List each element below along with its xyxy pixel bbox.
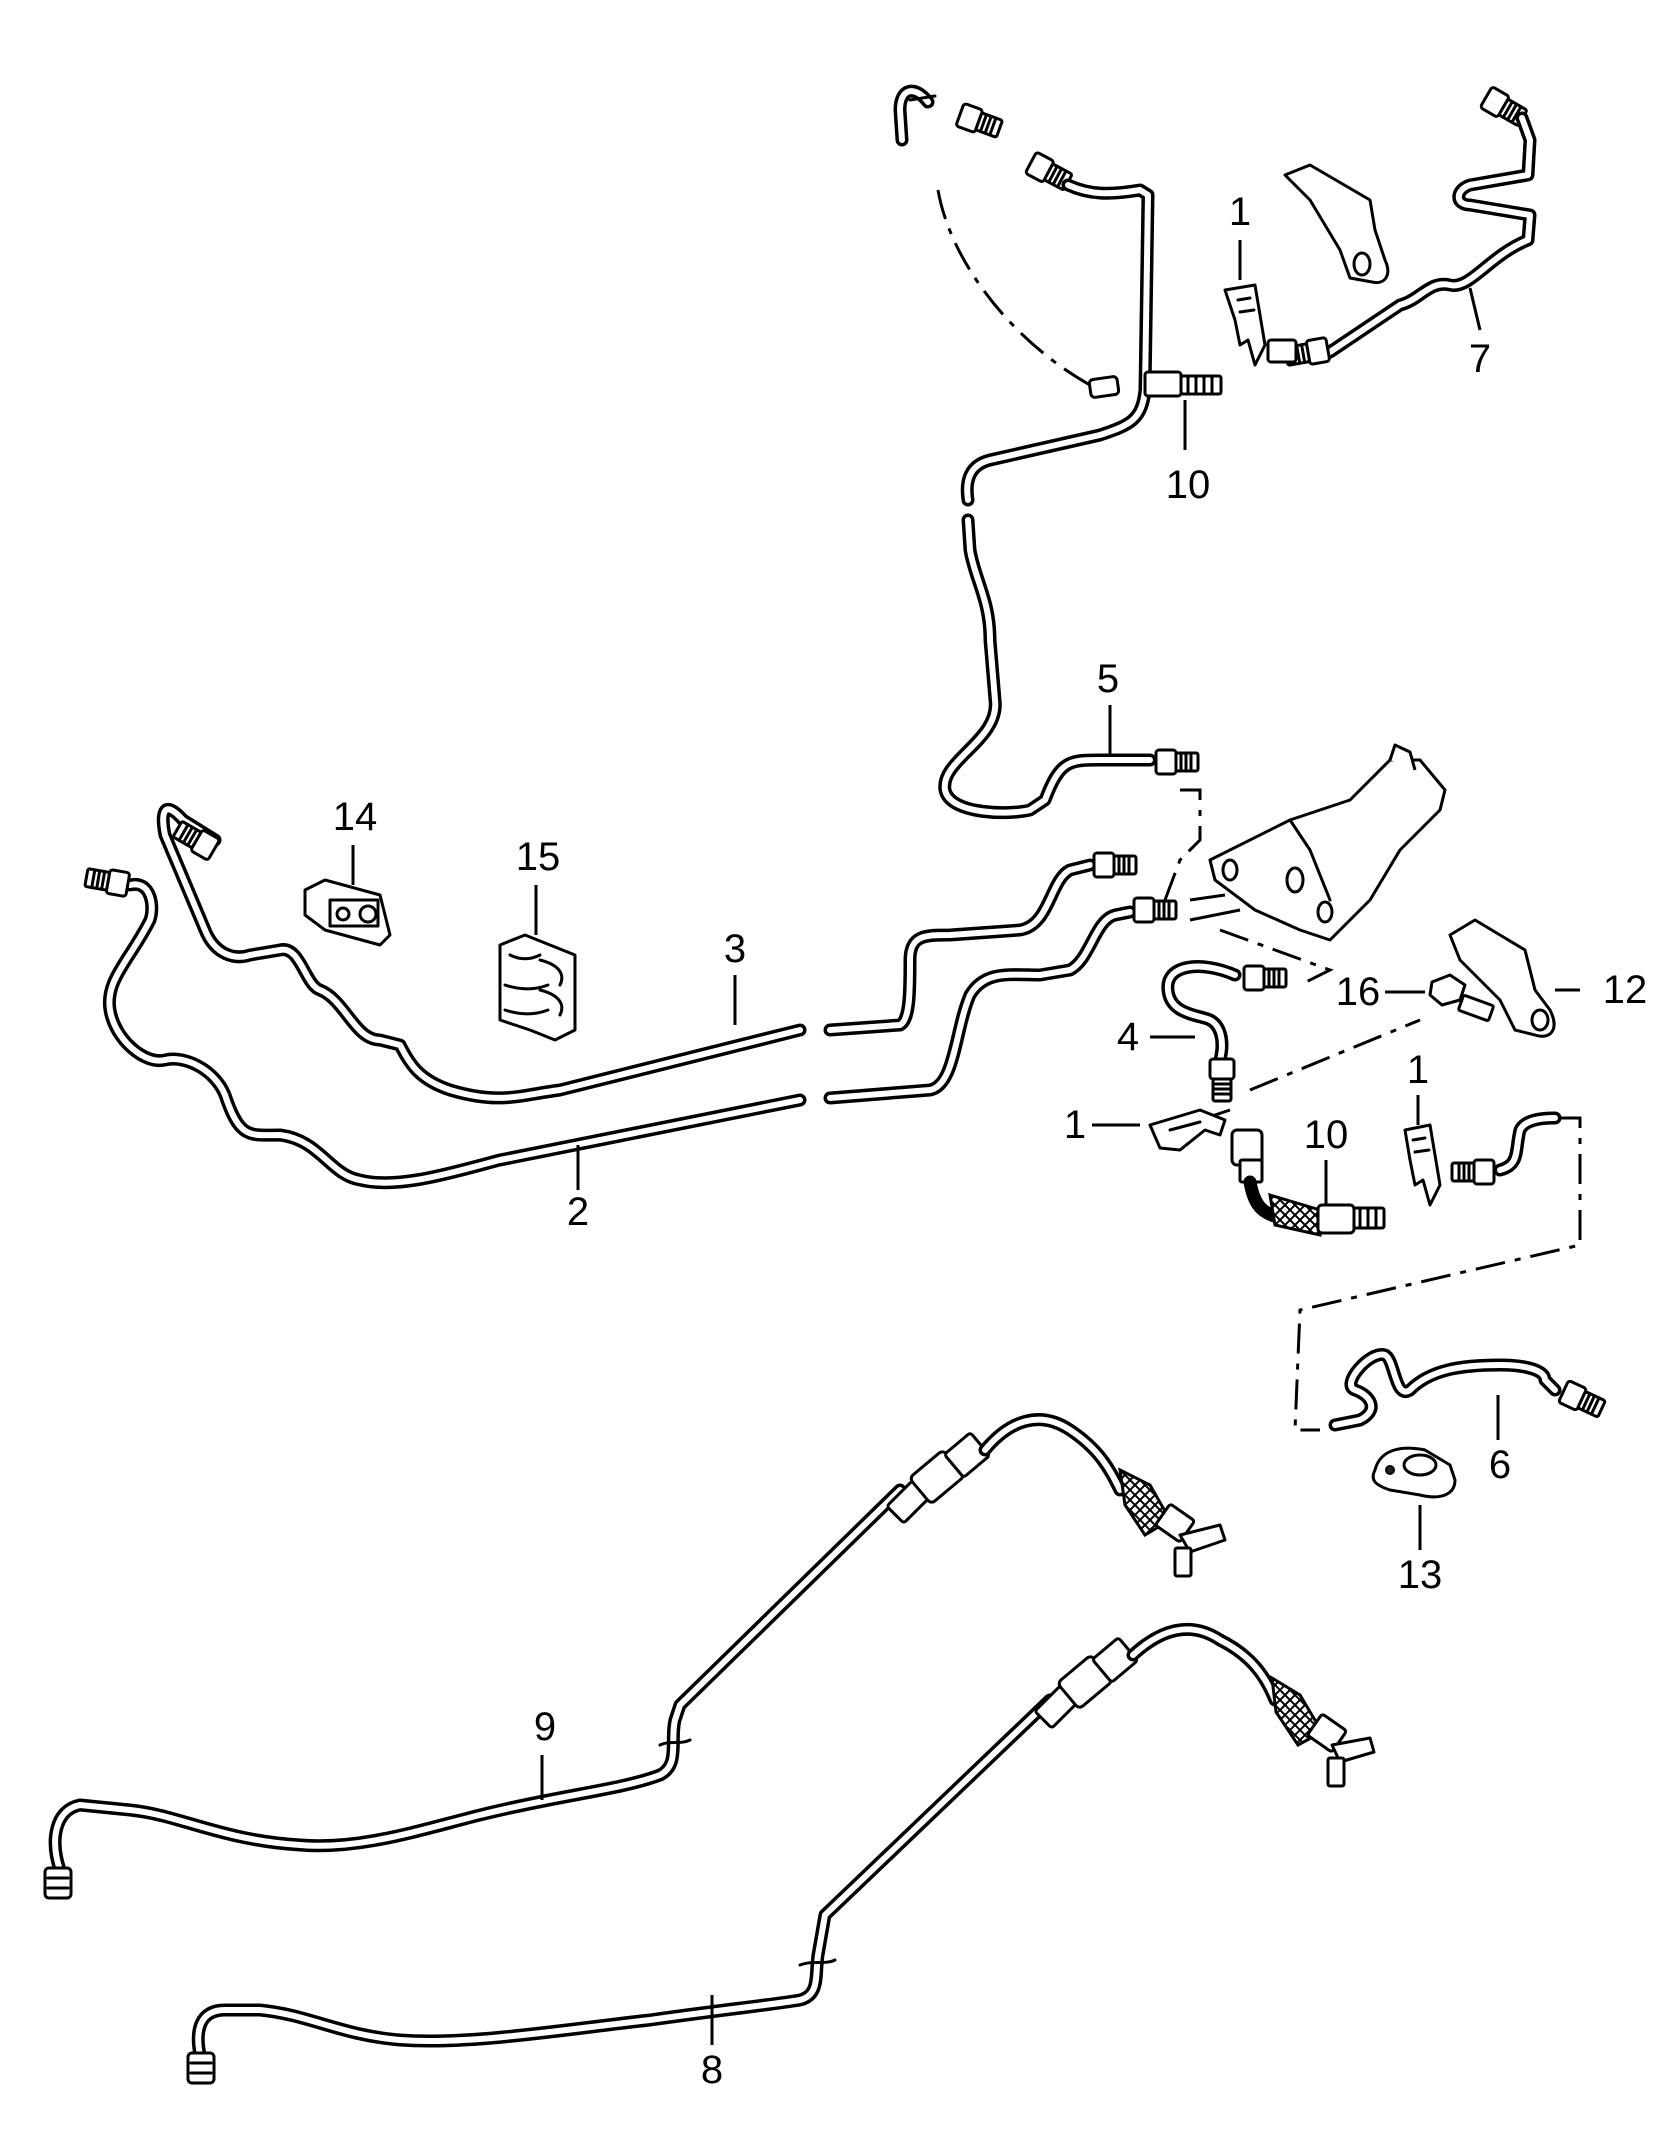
callout-15: 15 <box>516 835 561 879</box>
retaining-clip-1-lower <box>1403 1123 1442 1207</box>
brake-pipe-4 <box>1161 960 1288 1103</box>
brake-hose-10-lower <box>1230 1128 1386 1237</box>
callout-13: 13 <box>1398 1553 1443 1597</box>
callout-12: 12 <box>1603 968 1648 1012</box>
callout-1-middle: 1 <box>1064 1103 1086 1147</box>
callout-7: 7 <box>1469 337 1491 381</box>
bracket-upper <box>1283 163 1390 285</box>
pipe-clip-15 <box>498 933 577 1042</box>
distributor-bracket <box>1163 743 1447 987</box>
bracket-12 <box>1448 918 1556 1038</box>
callout-14: 14 <box>333 795 378 839</box>
brake-pipe-2 <box>82 864 1178 1190</box>
callout-2: 2 <box>567 1190 589 1234</box>
callout-10-lower: 10 <box>1304 1113 1349 1157</box>
callout-4: 4 <box>1117 1015 1139 1059</box>
callout-5: 5 <box>1097 657 1119 701</box>
callout-3: 3 <box>724 927 746 971</box>
brake-pipe-upper-hose <box>893 84 1200 820</box>
callout-1-lower: 1 <box>1407 1048 1429 1092</box>
retaining-clip-1-upper <box>1223 283 1267 367</box>
callout-labels: 1 7 10 5 14 15 3 12 16 4 1 1 10 2 6 13 9… <box>333 190 1648 2092</box>
callout-6: 6 <box>1489 1443 1511 1487</box>
pipe-clip-14 <box>303 878 392 947</box>
retaining-clip-1-middle <box>1148 1108 1227 1152</box>
brake-line-9 <box>43 1413 1227 1900</box>
leader-lines <box>351 240 1580 2045</box>
brake-pipe-6 <box>1328 1348 1609 1432</box>
bolt-16 <box>1428 973 1495 1022</box>
callout-16: 16 <box>1336 970 1381 1014</box>
callout-9: 9 <box>534 1705 556 1749</box>
brake-pipe-3 <box>156 802 1138 1105</box>
brake-pipe-7 <box>1266 85 1537 370</box>
callout-8: 8 <box>701 2048 723 2092</box>
callout-1-upper: 1 <box>1229 190 1251 234</box>
brake-line-8 <box>186 1622 1376 2085</box>
callout-10-upper: 10 <box>1166 463 1211 507</box>
hollow-bolt-10-upper <box>1143 370 1223 398</box>
protective-cap-13 <box>1371 1446 1457 1499</box>
brake-pipe-6-upper <box>1293 1111 1582 1432</box>
